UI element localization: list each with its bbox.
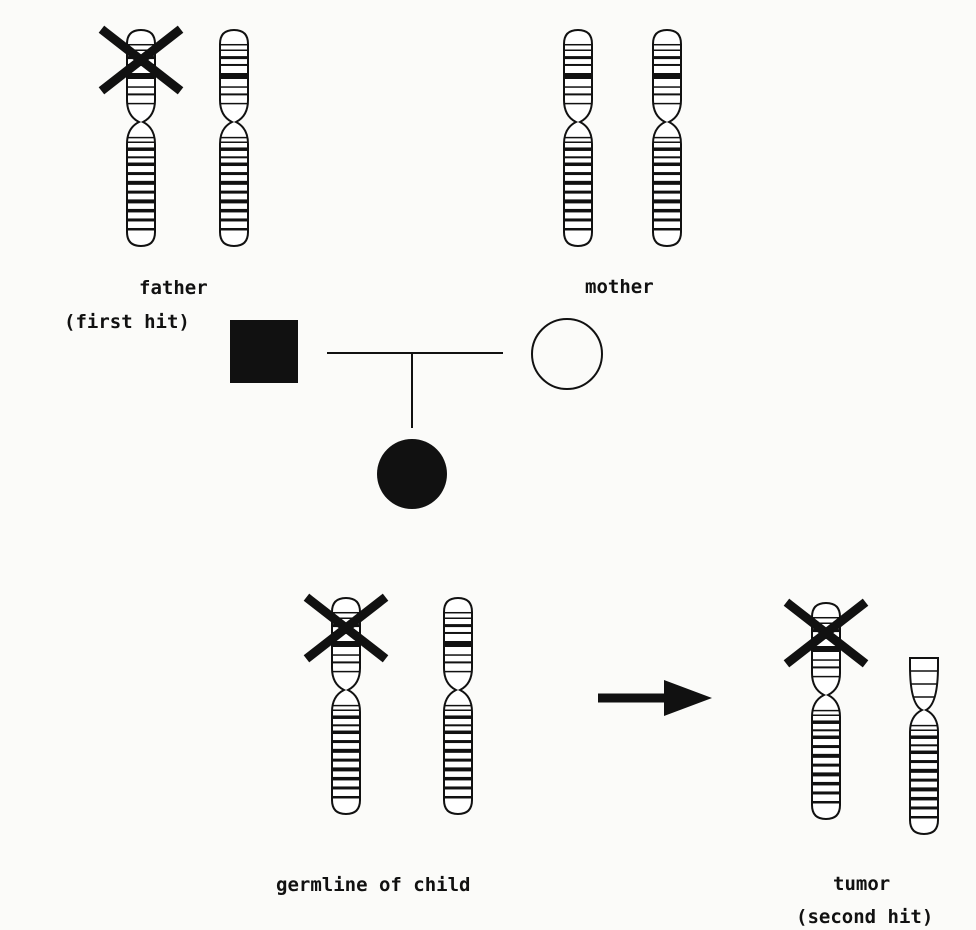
- mother-unaffected-circle: [532, 319, 602, 389]
- father-affected-square: [230, 320, 298, 383]
- tumor-label: tumor: [833, 875, 890, 894]
- father-label: father: [139, 279, 208, 298]
- tumor-chromosome-1: [790, 603, 862, 819]
- mother-label: mother: [585, 278, 654, 297]
- pedigree: [230, 319, 602, 509]
- tumor-chromosome-2: [896, 658, 952, 834]
- chromosomes: [105, 30, 952, 834]
- progression-arrow: [598, 680, 712, 716]
- mother-chromosome-2: [639, 30, 695, 246]
- father-chromosome-2: [206, 30, 262, 246]
- father-first-hit-label: (first hit): [64, 313, 190, 332]
- germline-chromosome-2: [430, 598, 486, 814]
- germline-of-child-label: germline of child: [276, 876, 470, 895]
- mother-chromosome-1: [550, 30, 606, 246]
- child-affected-circle: [377, 439, 447, 509]
- tumor-second-hit-label: (second hit): [796, 908, 933, 927]
- germline-chromosome-1: [310, 598, 382, 814]
- father-chromosome-1: [105, 30, 177, 246]
